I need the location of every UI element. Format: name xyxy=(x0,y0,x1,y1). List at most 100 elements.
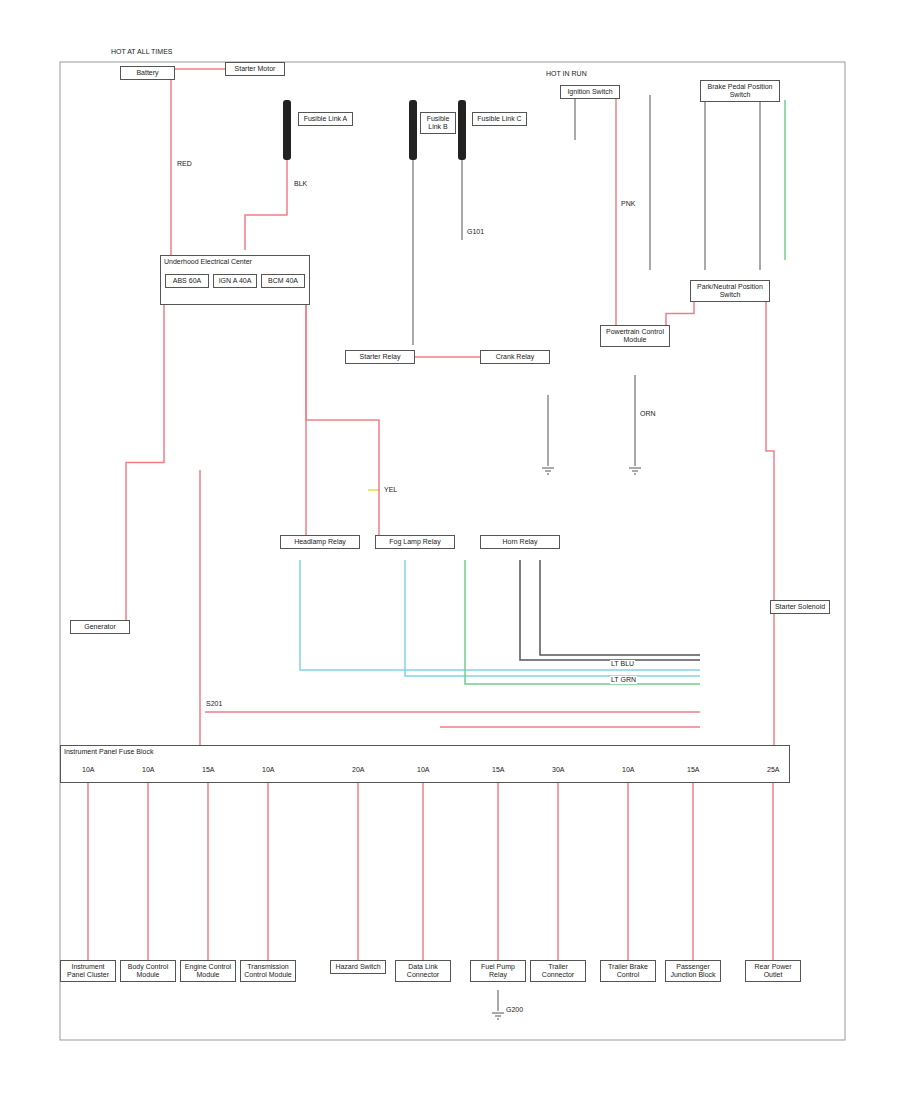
component-box: Hazard Switch xyxy=(330,960,386,974)
wire-connector xyxy=(422,783,424,960)
fusible-link-label: Fusible Link B xyxy=(420,112,456,134)
node-text: Instrument Panel Fuse Block xyxy=(64,748,786,756)
wire-connector xyxy=(772,783,774,960)
relay-box: Headlamp Relay xyxy=(280,535,360,549)
node-text: Headlamp Relay xyxy=(284,538,356,546)
wire-connector xyxy=(170,80,172,255)
wire-label: G200 xyxy=(505,1006,524,1014)
component-box: Transmission Control Module xyxy=(240,960,296,982)
node-text: Ignition Switch xyxy=(564,88,616,96)
wire xyxy=(200,470,700,745)
node-text: BCM 40A xyxy=(265,277,301,285)
wire-connector xyxy=(627,783,629,960)
wire-label: 20A xyxy=(351,766,365,774)
node-text: Fusible Link C xyxy=(476,115,523,123)
wire-connector xyxy=(773,614,775,745)
fuse-box: IGN A 40A xyxy=(213,274,257,288)
wire-connector xyxy=(357,783,359,960)
wire xyxy=(498,990,499,1011)
wire-label: 10A xyxy=(621,766,635,774)
fuse-block-band: Instrument Panel Fuse Block xyxy=(60,745,790,783)
wire-label: 25A xyxy=(766,766,780,774)
wire-connector xyxy=(207,783,209,960)
node-text: Powertrain Control Module xyxy=(604,328,666,344)
relay-box: Horn Relay xyxy=(480,535,560,549)
fusible-link-label: Fusible Link A xyxy=(298,112,353,126)
fuse-block-band: Underhood Electrical CenterABS 60A IGN A … xyxy=(160,255,310,305)
wire-label: 10A xyxy=(81,766,95,774)
fuse-box: BCM 40A xyxy=(261,274,305,288)
wire-label: 15A xyxy=(491,766,505,774)
component-box: Body Control Module xyxy=(120,960,176,982)
wire xyxy=(784,100,786,260)
wire-connector xyxy=(615,99,617,325)
component-box: Starter Motor xyxy=(225,62,285,76)
wire-connector xyxy=(766,302,774,600)
relay-box: Starter Relay xyxy=(345,350,415,364)
node-text: Fog Lamp Relay xyxy=(379,538,451,546)
wire-label: LT BLU xyxy=(610,660,635,668)
node-text: Hazard Switch xyxy=(334,963,382,971)
battery-box: Battery xyxy=(120,66,175,80)
node-text: Fusible Link A xyxy=(302,115,349,123)
relay-box: Fog Lamp Relay xyxy=(375,535,455,549)
wire-connector xyxy=(415,356,480,358)
wire xyxy=(245,160,287,250)
wire xyxy=(300,560,700,670)
wire-connector xyxy=(267,783,269,960)
component-box: Trailer Brake Control xyxy=(600,960,656,982)
wire-label: BLK xyxy=(293,180,308,188)
component-box: Passenger Junction Block xyxy=(665,960,721,982)
wire xyxy=(368,489,380,491)
fusible-link-symbol xyxy=(458,100,466,160)
node-text: Trailer Connector xyxy=(534,963,582,979)
wire-label: RED xyxy=(176,160,193,168)
wire-label: G101 xyxy=(466,228,485,236)
node-text: Data Link Connector xyxy=(399,963,447,979)
node-text: Instrument Panel Cluster xyxy=(64,963,112,979)
wire-label: 10A xyxy=(141,766,155,774)
switch-box: Brake Pedal Position Switch xyxy=(700,80,780,102)
component-box: Engine Control Module xyxy=(180,960,236,982)
node-text: Generator xyxy=(74,623,126,631)
component-box: Fuel Pump Relay xyxy=(470,960,526,982)
wire-connector xyxy=(147,783,149,960)
wire-connector xyxy=(557,783,559,960)
wire-connector xyxy=(692,783,694,960)
wire-label: 15A xyxy=(686,766,700,774)
wire-label: ORN xyxy=(639,410,657,418)
wire-connector xyxy=(497,783,499,960)
node-text: Underhood Electrical Center xyxy=(164,258,306,266)
wire xyxy=(405,560,700,676)
ground-symbol xyxy=(492,468,641,1019)
wire xyxy=(465,560,700,684)
wire-connector xyxy=(175,68,225,70)
node-text: Battery xyxy=(124,69,171,77)
node-text: Engine Control Module xyxy=(184,963,232,979)
node-text: Passenger Junction Block xyxy=(669,963,717,979)
generator-box: Generator xyxy=(70,620,130,634)
component-box: Data Link Connector xyxy=(395,960,451,982)
node-text: Park/Neutral Position Switch xyxy=(694,283,766,299)
node-text: ABS 60A xyxy=(169,277,205,285)
node-text: Brake Pedal Position Switch xyxy=(704,83,776,99)
wire xyxy=(520,560,700,660)
node-text: Starter Relay xyxy=(349,353,411,361)
wire-label: 15A xyxy=(201,766,215,774)
wire-label: 10A xyxy=(261,766,275,774)
wire-label: HOT AT ALL TIMES xyxy=(110,48,173,56)
node-text: Crank Relay xyxy=(484,353,546,361)
wire-label: 10A xyxy=(416,766,430,774)
component-box: Rear Power Outlet xyxy=(745,960,801,982)
fuse-box: ABS 60A xyxy=(165,274,209,288)
wire-label: YEL xyxy=(383,486,398,494)
node-text: Rear Power Outlet xyxy=(749,963,797,979)
fusible-link-symbol xyxy=(409,100,417,160)
node-text: Starter Motor xyxy=(229,65,281,73)
node-text: Trailer Brake Control xyxy=(604,963,652,979)
wire-label: S201 xyxy=(205,700,223,708)
solenoid-box: Starter Solenoid xyxy=(770,600,830,614)
node-text: Horn Relay xyxy=(484,538,556,546)
wire-label: 30A xyxy=(551,766,565,774)
